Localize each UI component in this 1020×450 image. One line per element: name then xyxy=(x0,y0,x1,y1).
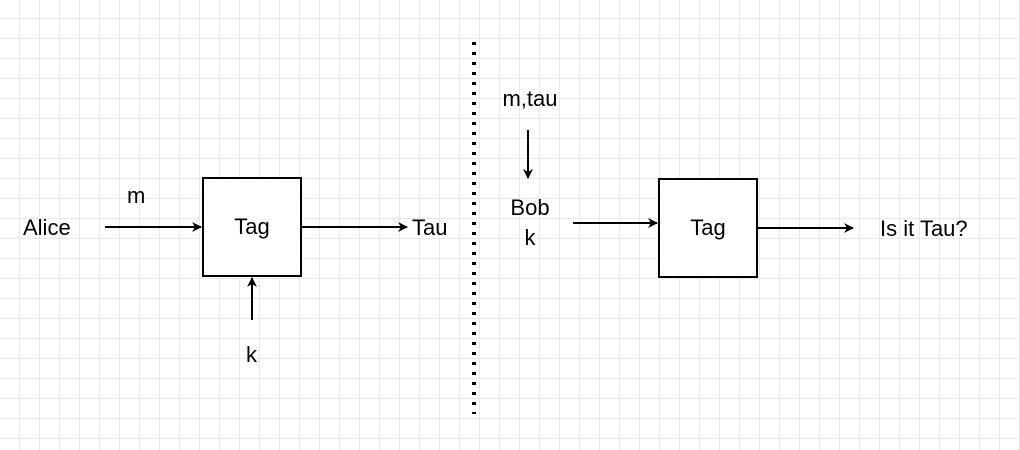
key-label-left: k xyxy=(246,342,257,367)
tag-box-left: Tag xyxy=(202,177,302,277)
message-tau-label: m,tau xyxy=(502,86,558,111)
tag-box-left-label: Tag xyxy=(234,214,270,239)
key-label-right: k xyxy=(524,225,536,250)
message-label: m xyxy=(127,183,146,208)
tag-box-right: Tag xyxy=(658,178,758,278)
alice-label: Alice xyxy=(23,215,71,240)
tau-output-label: Tau xyxy=(412,215,448,240)
tag-box-right-label: Tag xyxy=(690,215,726,240)
verification-question-label: Is it Tau? xyxy=(880,216,968,241)
bob-label: Bob xyxy=(510,195,550,220)
